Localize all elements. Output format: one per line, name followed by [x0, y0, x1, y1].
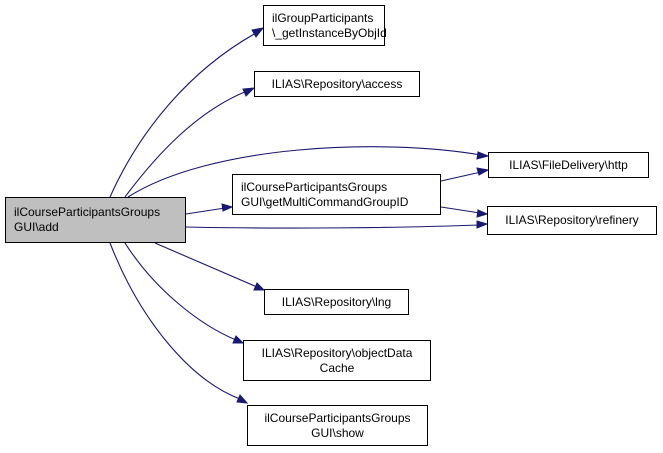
node-refinery-label: ILIAS\Repository\refinery — [505, 213, 639, 227]
node-repository-refinery[interactable]: ILIAS\Repository\refinery — [487, 206, 657, 235]
edge-getmulti-to-refinery — [440, 206, 481, 214]
node-add-line-2: GUI\add — [14, 220, 59, 234]
node-getmulti-line-1: ilCourseParticipantsGroups — [241, 179, 388, 194]
node-repository-access[interactable]: ILIAS\Repository\access — [254, 71, 420, 97]
node-repository-lng[interactable]: ILIAS\Repository\lng — [264, 289, 409, 315]
node-getmulti-line-2: GUI\getMultiCommandGroupID — [241, 194, 409, 209]
edge-add-to-refinery — [185, 224, 480, 229]
arrowhead-refinery-b — [476, 209, 489, 218]
node-show[interactable]: ilCourseParticipantsGroups GUI\show — [247, 405, 428, 446]
edge-add-to-lng — [154, 242, 258, 288]
node-getinstance-line-2: \_getInstanceByObjId — [272, 25, 387, 40]
edge-add-to-show — [109, 242, 241, 400]
edge-add-to-http — [127, 146, 482, 198]
node-objectdata-line-2: Cache — [319, 360, 355, 375]
node-getinstancebyobjid[interactable]: ilGroupParticipants \_getInstanceByObjId — [263, 5, 387, 46]
edge-add-to-getinstance — [109, 32, 257, 198]
edge-add-to-objectdata — [124, 242, 237, 341]
arrowhead-getmulti — [221, 203, 234, 212]
node-getmulticommandgroupid[interactable]: ilCourseParticipantsGroups GUI\getMultiC… — [232, 174, 441, 215]
arrowhead-access — [242, 87, 256, 97]
node-objectdatacache[interactable]: ILIAS\Repository\objectData Cache — [243, 340, 431, 381]
node-objectdata-line-1: ILIAS\Repository\objectData — [261, 345, 413, 360]
node-show-line-1: ilCourseParticipantsGroups — [264, 410, 411, 425]
node-show-line-2: GUI\show — [311, 425, 364, 440]
arrowhead-show — [236, 394, 249, 404]
arrowhead-getinstance — [251, 27, 265, 38]
node-lng-label: ILIAS\Repository\lng — [281, 294, 392, 309]
node-http-label: ILIAS\FileDelivery\http — [509, 157, 628, 172]
node-filedelivery-http[interactable]: ILIAS\FileDelivery\http — [488, 152, 649, 178]
arrowhead-lng — [253, 282, 266, 291]
edge-add-to-access — [124, 90, 248, 198]
node-getinstance-line-1: ilGroupParticipants — [272, 10, 374, 25]
node-add-line-1: ilCourseParticipantsGroups — [14, 205, 161, 219]
arrowhead-objectdata — [232, 335, 245, 344]
arrowhead-http-a — [476, 151, 490, 160]
edge-add-to-getmulti — [185, 207, 226, 215]
node-add[interactable]: ilCourseParticipantsGroups GUI\add — [5, 197, 186, 243]
node-access-label: ILIAS\Repository\access — [271, 76, 403, 91]
arrowhead-refinery-a — [476, 220, 489, 229]
edge-getmulti-to-http — [440, 171, 482, 182]
arrowhead-http-b — [476, 167, 490, 176]
